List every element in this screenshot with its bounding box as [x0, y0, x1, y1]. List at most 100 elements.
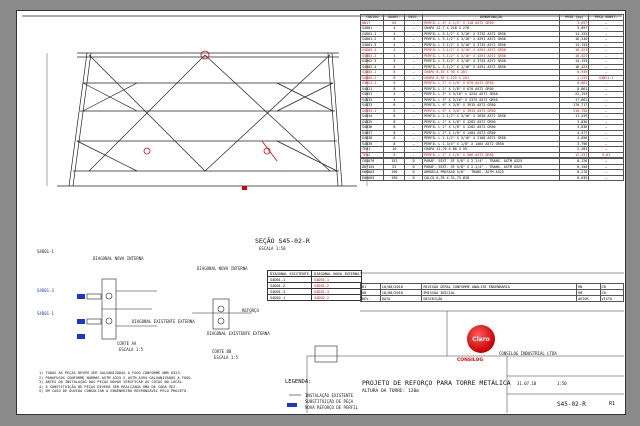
bom-cell-sub: —: [588, 19, 624, 26]
bom-cell-sub: —: [588, 85, 624, 92]
mini-cell: S4D02-1: [267, 294, 312, 301]
piece-label: S4D01-1: [37, 311, 54, 316]
bom-cell-sub: —: [588, 69, 624, 76]
note-line: 5) EM CASO DE DÚVIDA CONSULTAR O ENGENHE…: [39, 389, 189, 394]
bom-cell-code: S4D33: [359, 102, 385, 109]
bom-cell-name: CHAPA 12,7 X 218 X 278: [422, 25, 561, 32]
bom-header: CÓDIGO: [359, 14, 385, 21]
bom-cell-code: E06603: [359, 174, 385, 181]
note-line: 3) ANTES DA INSTALAÇÃO DAS PEÇAS NOVAS V…: [39, 380, 184, 385]
bom-cell-peso: 17,662: [559, 96, 590, 103]
bom-cell-peso: 0,861: [559, 85, 590, 92]
bom-cell-sub: —: [588, 25, 624, 32]
bom-cell-code: DN17: [359, 19, 385, 26]
bom-cell-sub: —: [588, 118, 624, 125]
bom-header: PEÇA SUBST.: [588, 14, 624, 21]
bom-cell-code: S4D21-1: [359, 80, 385, 87]
bom-cell-code: S4D21: [359, 85, 385, 92]
bom-cell-peso: 3,836: [559, 118, 590, 125]
bom-cell-name: [422, 157, 561, 159]
bom-cell-name: PERFIL L 2" X 1/8" X 670 A572 GR50: [422, 85, 561, 92]
bom-cell-name: PERFIL L 6" X 3/8" X 3915 A572 GR50: [422, 102, 561, 109]
bom-cell-sub: —: [588, 113, 624, 120]
bom-cell-peso: [559, 157, 590, 159]
sheet-number: R1: [609, 401, 616, 407]
bom-cell-sub: [588, 157, 624, 159]
piece-label: S4D01-1: [37, 249, 54, 254]
rev-cell: REV.: [360, 295, 381, 302]
bom-cell-code: S4D35: [359, 118, 385, 125]
diagonal-existente-label: DIAGONAL EXISTENTE EXTERNA: [132, 319, 195, 324]
project-title: PROJETO DE REFORÇO PARA TORRE METÁLICA: [362, 379, 511, 387]
sheet-code: S45-02-R: [557, 401, 586, 408]
bill-of-materials-table: CÓDIGO QUANT. DESC. DENOMINAÇÃO PESO (kg…: [359, 14, 624, 181]
rev-cell: AUTOR: [576, 295, 601, 302]
company-logo: CONSILOG: [457, 358, 484, 363]
bom-cell-name: PERFIL L 2" X 1/8" X 1283 A572 GR50: [422, 118, 561, 125]
client-logo: Claro: [467, 325, 495, 353]
structural-drawing: [22, 15, 624, 413]
rev-cell: DATA: [379, 295, 423, 302]
bom-cell-peso: 3,897: [559, 25, 590, 32]
rev-cell: VISTO: [599, 295, 625, 302]
bom-cell-sub: —: [588, 63, 624, 70]
piece-label: S4D01-3: [37, 288, 54, 293]
bom-cell-qty: 190: [383, 174, 406, 181]
legend-title: LEGENDA:: [285, 379, 312, 385]
bom-cell-sub: —: [588, 80, 624, 87]
diagonal-existente-label: DIAGONAL EXISTENTE EXTERNA: [207, 331, 270, 336]
bom-cell-name: CHAPA 6,35 X 95 X 201: [422, 69, 561, 76]
revision-table: 01 10/08/2018 REVISÃO GERAL CONFORME ANÁ…: [360, 283, 625, 302]
bom-cell-sub: —: [588, 174, 624, 181]
bom-header: PESO (kg): [559, 14, 590, 21]
bom-header: DENOMINAÇÃO: [422, 14, 561, 21]
legend-item: NOVA REFORÇO DE PERFIL: [305, 405, 358, 410]
reforco-label: REFORÇO: [242, 308, 259, 313]
bom-cell-name: PERFIL L 2.1/2" X 3/16" X 2638 A572 GR50: [422, 113, 561, 120]
bom-cell-code: S4D32: [359, 96, 385, 103]
bom-cell-code: S4D33-1: [359, 107, 385, 114]
corte-bb-scale: ESCALA 1:5: [214, 355, 239, 360]
bom-cell-code: S4D01: [359, 25, 385, 32]
bom-cell-name: PERFIL L 5" X 5/16" X 3375 A572 GR50: [422, 96, 561, 103]
bom-cell-name: PERFIL L 5" X 5/16" X 4234 A572 GR50: [422, 91, 561, 98]
bom-cell-sub: —: [588, 91, 624, 98]
diagonal-nova-label: DIAGONAL NOVA INTERNA: [197, 266, 248, 271]
bom-cell-peso: 170,717: [559, 102, 590, 109]
bom-cell-name: CALCO 6,35 X 31,75 Ø18: [422, 174, 561, 181]
bom-cell-code: S4D02-4: [359, 63, 385, 70]
note-line: 2) PARAFUSOS CONFORME NORMAS ASTM A325 E…: [39, 375, 193, 380]
bom-cell-peso: 16,423: [559, 63, 590, 70]
note-line: 1) TODAS AS PEÇAS DEVEM SER GALVANIZADAS…: [39, 371, 182, 375]
bom-cell-name: PERFIL L 6" X 1/2" X 118 A572 GR50: [422, 19, 561, 26]
bom-cell-peso: 210,750: [559, 107, 590, 114]
mini-cell: S4D02-2: [310, 294, 363, 301]
note-line: 4) A SUBSTITUIÇÃO DE PEÇAS DEVERÁ SER RE…: [39, 384, 178, 389]
bom-cell-name: CHAPA 6,35 X 125 X 201: [422, 74, 561, 81]
corte-bb-title: CORTE BB: [212, 349, 232, 354]
project-subtitle: ALTURA DA TORRE: 120m: [362, 389, 419, 394]
company-name: CONSILOG INDUSTRIAL LTDA: [499, 351, 557, 356]
legend-item: SUBSTITUIÇÃO DE PEÇA: [305, 399, 354, 404]
notes-block: 1) TODAS AS PEÇAS DEVEM SER GALVANIZADAS…: [39, 371, 301, 394]
rev-cell: DESCRIÇÃO: [421, 295, 578, 302]
bom-cell-code: S4D34: [359, 113, 385, 120]
